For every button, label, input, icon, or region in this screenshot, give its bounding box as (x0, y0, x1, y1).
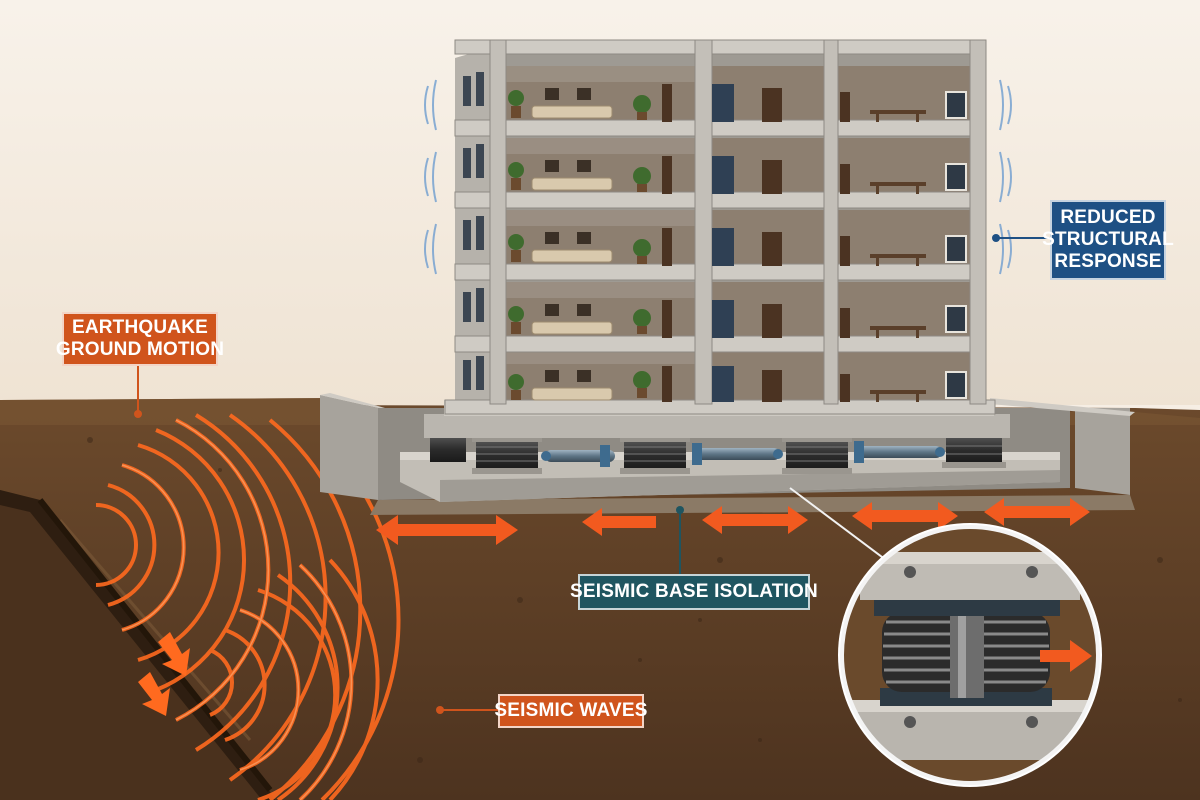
seismic-waves-label: SEISMIC WAVES (494, 694, 647, 728)
doors (662, 84, 850, 402)
columns (489, 39, 987, 405)
wall-pictures (545, 88, 591, 382)
reduced-structural-response-label: REDUCED STRUCTURAL RESPONSE (1042, 200, 1174, 280)
right-windows (945, 91, 967, 399)
seismic-base-isolation-label: SEISMIC BASE ISOLATION (570, 574, 818, 610)
vibration-lines (424, 79, 1012, 275)
seismic-wave-glow (121, 419, 353, 800)
earthquake-ground-motion-label: EARTHQUAKE GROUND MOTION (56, 312, 224, 366)
isolation-bearings (428, 432, 1006, 474)
earthquake-label-line2: GROUND MOTION (55, 339, 225, 360)
dining-sets (870, 110, 926, 402)
potted-plants (508, 90, 651, 400)
reduced-label-line1: REDUCED (1060, 207, 1156, 228)
displacement-arrows (376, 498, 1090, 545)
reduced-label-line3: RESPONSE (1054, 251, 1162, 272)
sofas (531, 105, 613, 401)
leader-dots (134, 234, 1000, 714)
earthquake-label-line1: EARTHQUAKE (71, 317, 209, 338)
building (424, 39, 1010, 438)
fault-slip-arrows (138, 632, 190, 716)
viscous-dampers (541, 441, 945, 467)
reduced-label-line2: STRUCTURAL (1042, 229, 1174, 250)
bearing-zoom-inset (838, 523, 1102, 787)
base-isolation-label-text: SEISMIC BASE ISOLATION (570, 581, 818, 602)
side-windows (463, 72, 484, 390)
floor-slabs (444, 39, 996, 415)
seismic-waves-label-text: SEISMIC WAVES (494, 700, 648, 721)
